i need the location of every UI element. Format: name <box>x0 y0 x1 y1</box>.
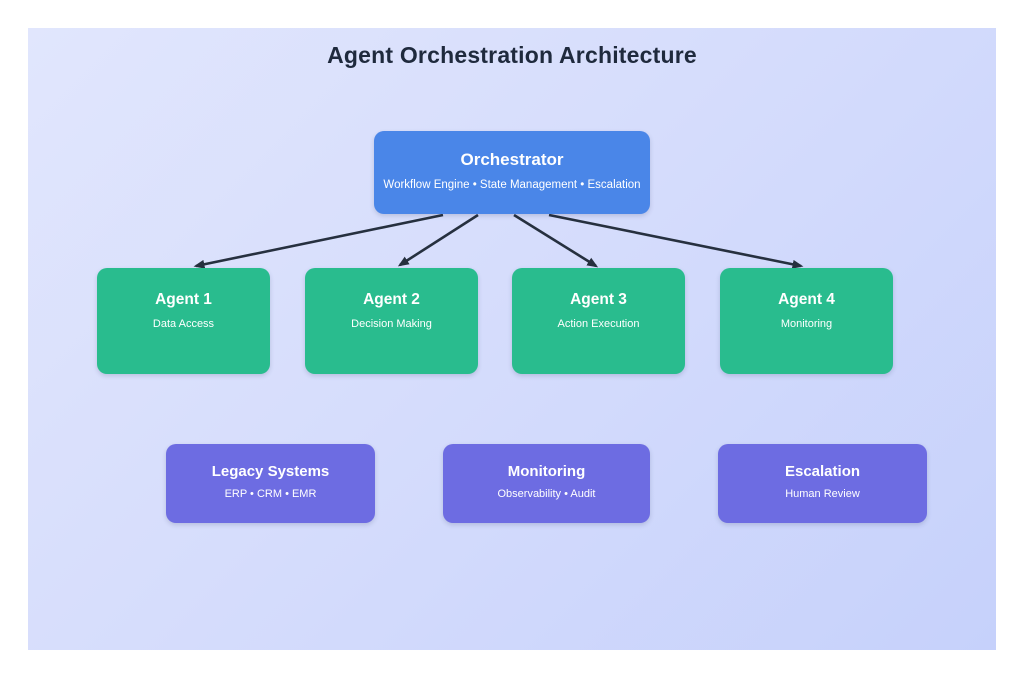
agent-2-subtitle: Decision Making <box>351 318 432 330</box>
agent-3-node: Agent 3 Action Execution <box>512 268 685 374</box>
agent-1-node: Agent 1 Data Access <box>97 268 270 374</box>
legacy-systems-node: Legacy Systems ERP • CRM • EMR <box>166 444 375 523</box>
escalation-subtitle: Human Review <box>785 488 860 500</box>
agent-4-title: Agent 4 <box>778 291 835 308</box>
agent-2-node: Agent 2 Decision Making <box>305 268 478 374</box>
orchestrator-node: Orchestrator Workflow Engine • State Man… <box>374 131 650 214</box>
orchestrator-subtitle: Workflow Engine • State Management • Esc… <box>383 179 641 191</box>
agent-1-subtitle: Data Access <box>152 318 215 330</box>
agent-4-node: Agent 4 Monitoring <box>720 268 893 374</box>
legacy-systems-subtitle: ERP • CRM • EMR <box>224 488 317 500</box>
orchestrator-title: Orchestrator <box>460 150 564 169</box>
agent-2-title: Agent 2 <box>363 291 420 308</box>
legacy-systems-title: Legacy Systems <box>211 463 330 480</box>
monitoring-subtitle: Observability • Audit <box>497 488 596 500</box>
agent-4-subtitle: Monitoring <box>780 318 833 330</box>
agent-3-subtitle: Action Execution <box>557 318 640 330</box>
monitoring-title: Monitoring <box>507 463 586 480</box>
monitoring-node: Monitoring Observability • Audit <box>443 444 650 523</box>
agent-3-title: Agent 3 <box>570 291 627 308</box>
escalation-title: Escalation <box>784 463 861 480</box>
agent-1-title: Agent 1 <box>155 291 212 308</box>
diagram-title: Agent Orchestration Architecture <box>327 42 697 68</box>
escalation-node: Escalation Human Review <box>718 444 927 523</box>
